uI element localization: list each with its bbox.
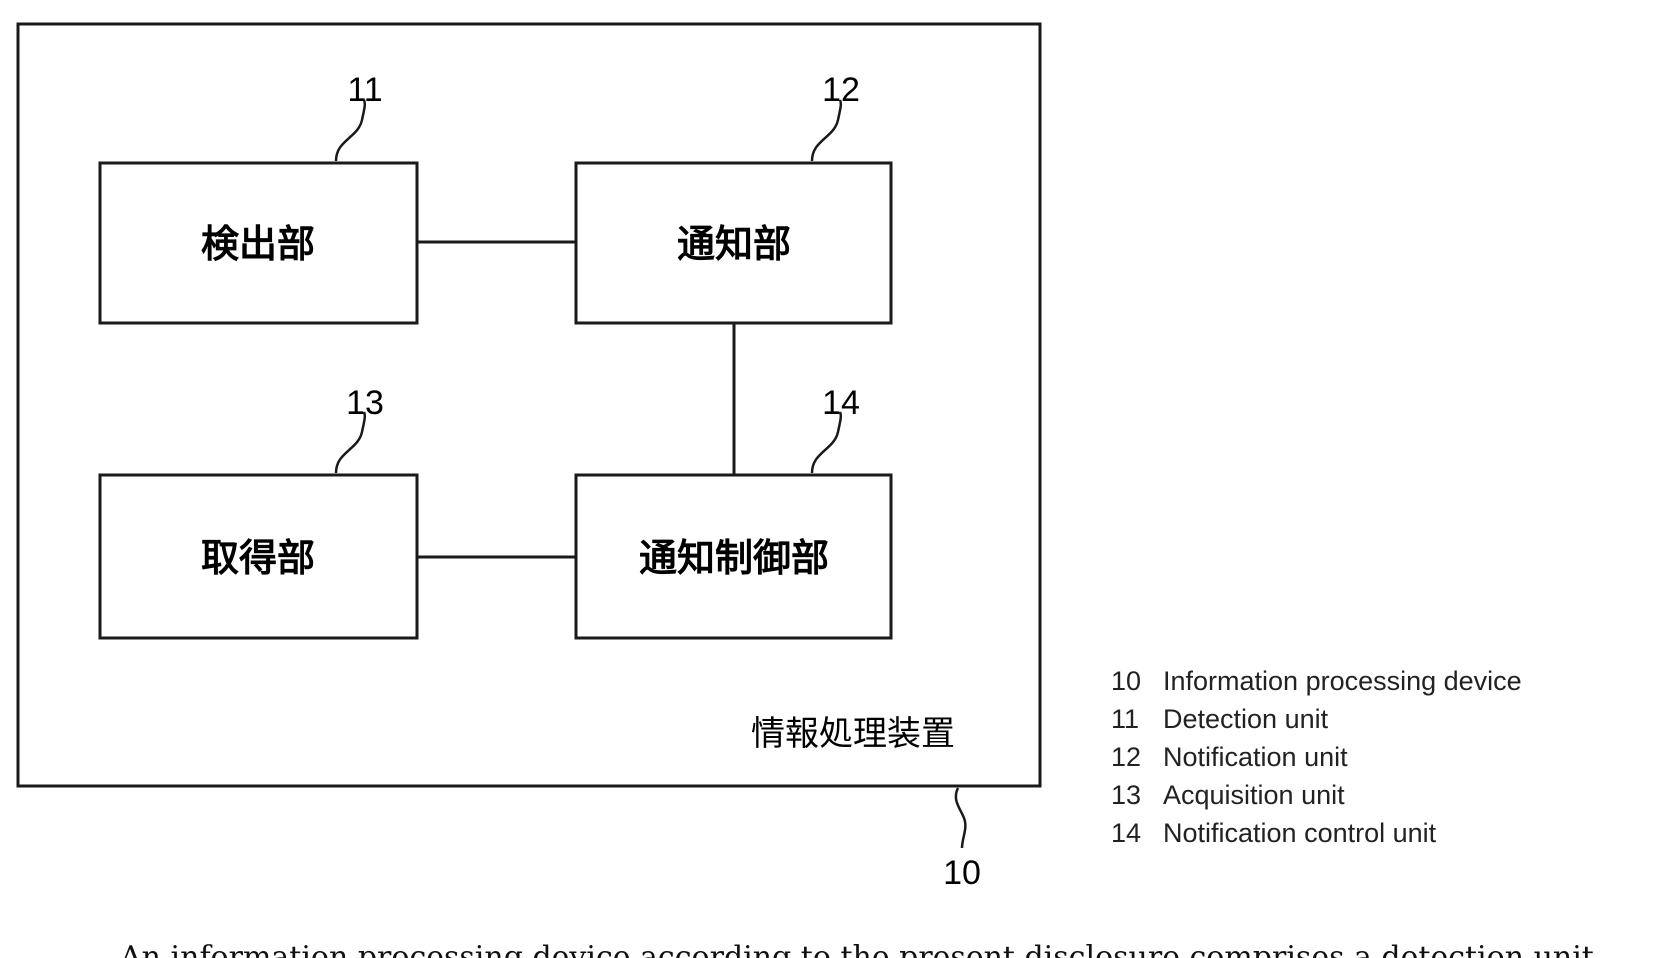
- leader-line-12: [812, 100, 841, 161]
- legend-row: 13Acquisition unit: [1111, 776, 1522, 814]
- unit-label-notification: 通知部: [677, 222, 791, 266]
- legend-text: Acquisition unit: [1163, 780, 1345, 810]
- unit-label-notification-control: 通知制御部: [639, 536, 829, 580]
- ref-number-11: 11: [347, 71, 382, 109]
- legend-number: 11: [1111, 700, 1163, 738]
- legend-row: 14Notification control unit: [1111, 814, 1522, 852]
- legend-number: 14: [1111, 814, 1163, 852]
- legend-number: 13: [1111, 776, 1163, 814]
- ref-number-14: 14: [822, 384, 860, 422]
- ref-number-10: 10: [943, 854, 981, 892]
- caption-text: An information processing device accordi…: [0, 938, 1670, 958]
- device-frame: [18, 24, 1040, 786]
- unit-label-acquisition: 取得部: [201, 536, 315, 580]
- legend-text: Information processing device: [1163, 666, 1522, 696]
- reference-legend: 10Information processing device 11Detect…: [1111, 662, 1522, 852]
- legend-number: 12: [1111, 738, 1163, 776]
- legend-text: Detection unit: [1163, 704, 1328, 734]
- legend-row: 11Detection unit: [1111, 700, 1522, 738]
- device-label: 情報処理装置: [751, 714, 955, 754]
- leader-line-11: [336, 100, 365, 161]
- legend-row: 12Notification unit: [1111, 738, 1522, 776]
- legend-row: 10Information processing device: [1111, 662, 1522, 700]
- ref-number-12: 12: [822, 71, 860, 109]
- legend-text: Notification unit: [1163, 742, 1348, 772]
- ref-number-13: 13: [346, 384, 384, 422]
- leader-line-10: [956, 788, 966, 848]
- unit-label-detection: 検出部: [201, 222, 315, 266]
- legend-number: 10: [1111, 662, 1163, 700]
- legend-text: Notification control unit: [1163, 818, 1436, 848]
